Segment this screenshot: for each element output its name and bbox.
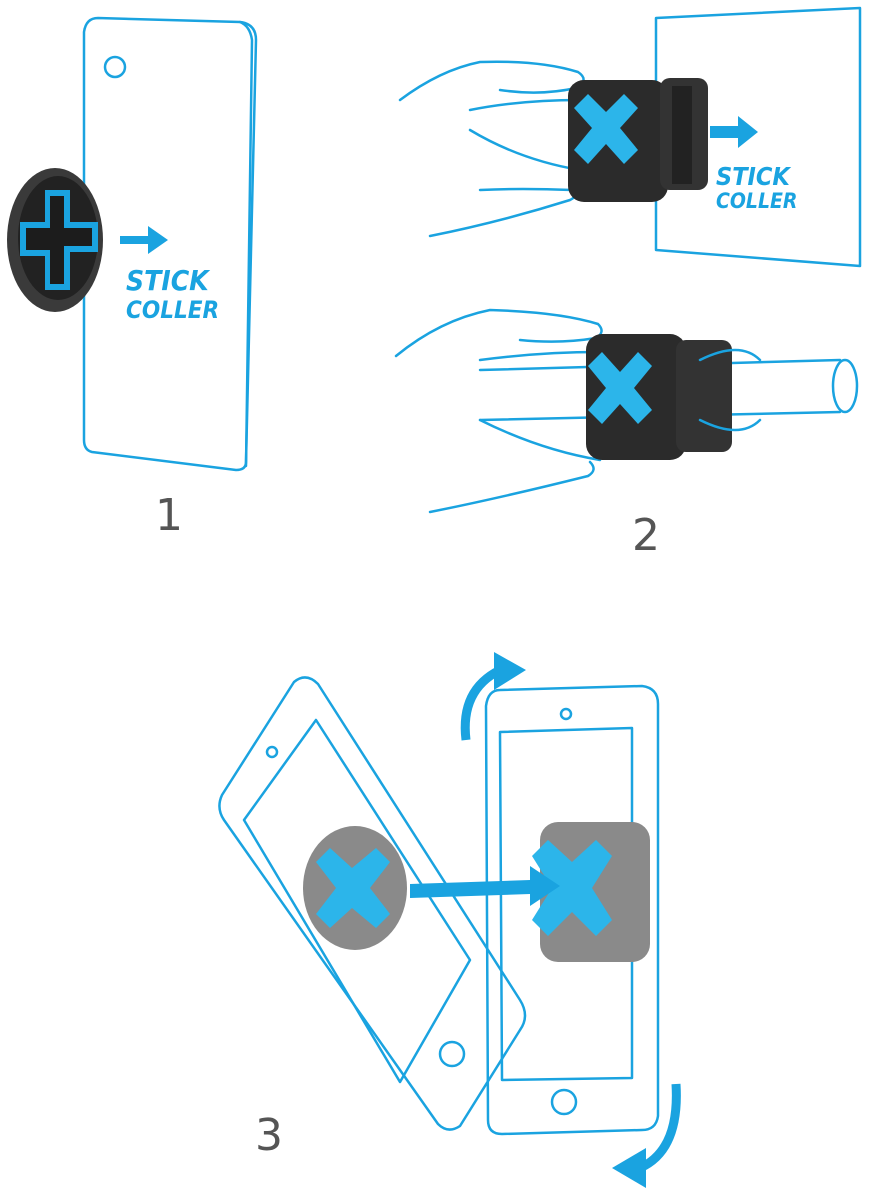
step-3-attach-arrow-icon [410, 866, 560, 906]
step-2-arrow-icon [710, 116, 758, 148]
step-1-adhesive-mount [7, 168, 103, 312]
step-1-phone [82, 16, 258, 472]
step-1-caption-coller: COLLER [126, 296, 219, 324]
step-1-arrow-icon [120, 226, 168, 254]
step-1-caption-stick: STICK [126, 264, 211, 297]
step-2-mount-top [568, 78, 708, 202]
step-2-hand-bottom [394, 308, 603, 514]
step-2-number: 2 [632, 510, 660, 561]
step-2-hand-top [398, 60, 585, 238]
step-3-mount-on-phone [303, 826, 407, 950]
rotate-arrow-bottom-icon [612, 1083, 681, 1188]
step-2-mount-bottom [586, 334, 762, 460]
step-3-mount-on-holder [532, 822, 650, 962]
rotate-arrow-top-icon [460, 652, 526, 741]
step-2-caption-coller: COLLER [716, 189, 797, 213]
step-3-phone-tilted [218, 676, 527, 1131]
step-3-number: 3 [255, 1110, 283, 1161]
step-1-number: 1 [155, 490, 183, 541]
step-2-caption-stick: STICK [716, 162, 791, 191]
step-3-phone-upright [484, 684, 660, 1136]
